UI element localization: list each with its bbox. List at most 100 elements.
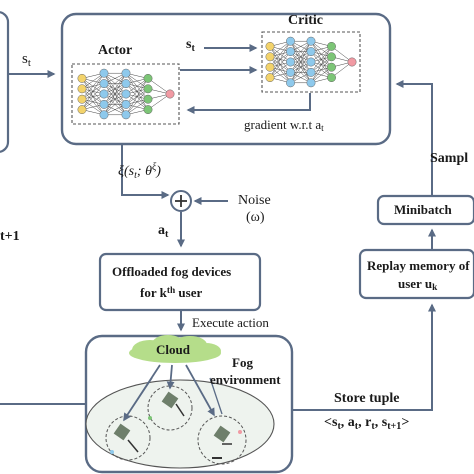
network-edge: [310, 46, 332, 83]
network-node: [306, 67, 316, 77]
network-edge: [125, 88, 149, 115]
network-node: [121, 110, 131, 120]
network-node: [99, 110, 109, 120]
network-node: [77, 94, 87, 104]
actor-critic-box: [60, 12, 392, 146]
policy-output-label: ξ(st; θξ): [118, 162, 161, 181]
offload-line-1: Offloaded fog devices: [112, 264, 232, 279]
network-node: [77, 73, 87, 83]
replay-memory-line-2: user uk: [398, 276, 438, 294]
store-tuple-arrow: [292, 303, 436, 411]
fog-node-cluster-2: [147, 385, 193, 431]
left-cut-label: t+1: [0, 229, 20, 244]
network-node: [143, 73, 153, 83]
critic-state-input-label: st: [186, 37, 195, 54]
network-node: [77, 84, 87, 94]
gradient-label: gradient w.r.t at: [244, 117, 324, 135]
network-node: [265, 41, 275, 51]
network-node: [165, 89, 175, 99]
user-device-dot: [148, 416, 152, 420]
network-edge: [103, 73, 127, 115]
network-edge: [125, 78, 149, 95]
network-edge: [290, 41, 312, 83]
fog-node-cluster-3: [197, 415, 247, 465]
network-node: [306, 36, 316, 46]
network-node: [143, 105, 153, 115]
network-node: [306, 57, 316, 67]
fog-label-line-1: Fog: [232, 355, 253, 370]
network-edge: [125, 78, 149, 105]
gradient-feedback-arrow: [186, 93, 311, 114]
offload-box: [98, 252, 262, 312]
critic-network-box: [261, 31, 361, 93]
network-node: [99, 68, 109, 78]
fog-device-icon: [113, 423, 131, 441]
network-node: [121, 68, 131, 78]
action-label: at: [158, 223, 169, 240]
network-edge: [269, 41, 291, 68]
noise-label: Noise: [238, 193, 271, 208]
user-device-dot: [238, 430, 242, 434]
minibatch-to-actor-critic-arrow: [395, 80, 433, 196]
actor-label: Actor: [98, 43, 133, 58]
network-edge: [310, 56, 332, 83]
network-node: [327, 52, 336, 62]
network-node: [265, 52, 275, 62]
network-node: [265, 62, 275, 72]
execute-action-label: Execute action: [192, 315, 269, 330]
network-node: [327, 41, 336, 51]
network-edge: [103, 73, 127, 95]
network-edge: [290, 41, 312, 63]
network-node: [347, 57, 357, 67]
network-node: [99, 99, 109, 109]
actor-neural-network: [77, 68, 175, 120]
network-node: [286, 78, 295, 88]
network-edge: [81, 93, 105, 110]
fog-label-line-2: environment: [210, 372, 281, 387]
network-node: [327, 62, 336, 72]
network-edge: [125, 98, 149, 116]
network-edge: [290, 61, 312, 83]
network-node: [265, 73, 275, 83]
minibatch-box: [376, 194, 474, 226]
network-edge: [103, 83, 127, 115]
cloud-icon: [129, 335, 221, 363]
network-node: [99, 89, 109, 99]
network-node: [143, 94, 153, 104]
network-edge: [290, 41, 312, 73]
network-edge: [81, 73, 105, 100]
cloud-link: [185, 364, 215, 417]
offload-line-2: for kth user: [140, 285, 203, 300]
network-edge: [103, 93, 127, 115]
user-device-dot: [110, 450, 114, 454]
actor-network-box: [71, 63, 180, 125]
critic-label: Critic: [288, 13, 323, 28]
cloud-link: [166, 364, 175, 390]
policy-output-arrow: [121, 144, 170, 199]
device-leg: [127, 439, 139, 453]
replay-memory-line-1: Replay memory of: [367, 258, 470, 273]
network-edge: [269, 51, 291, 78]
network-node: [99, 79, 109, 89]
store-tuple-label: Store tuple: [334, 391, 400, 406]
network-edge: [147, 93, 171, 110]
minibatch-label: Minibatch: [394, 202, 452, 217]
noise-symbol: (ω): [246, 210, 265, 225]
network-edge: [310, 46, 332, 73]
fog-node-cluster-1: [105, 415, 151, 461]
network-edge: [125, 78, 149, 115]
sample-label: Sampl: [430, 151, 469, 166]
network-node: [143, 84, 153, 94]
network-edge: [81, 73, 105, 110]
fog-device-icon: [161, 391, 179, 409]
network-edge: [103, 73, 127, 105]
cloud-link: [127, 377, 153, 415]
critic-neural-network: [265, 36, 357, 88]
network-node: [121, 79, 131, 89]
fog-device-icon: [213, 425, 231, 443]
network-edge: [147, 78, 171, 95]
network-node: [306, 47, 316, 57]
network-edge: [81, 72, 105, 90]
